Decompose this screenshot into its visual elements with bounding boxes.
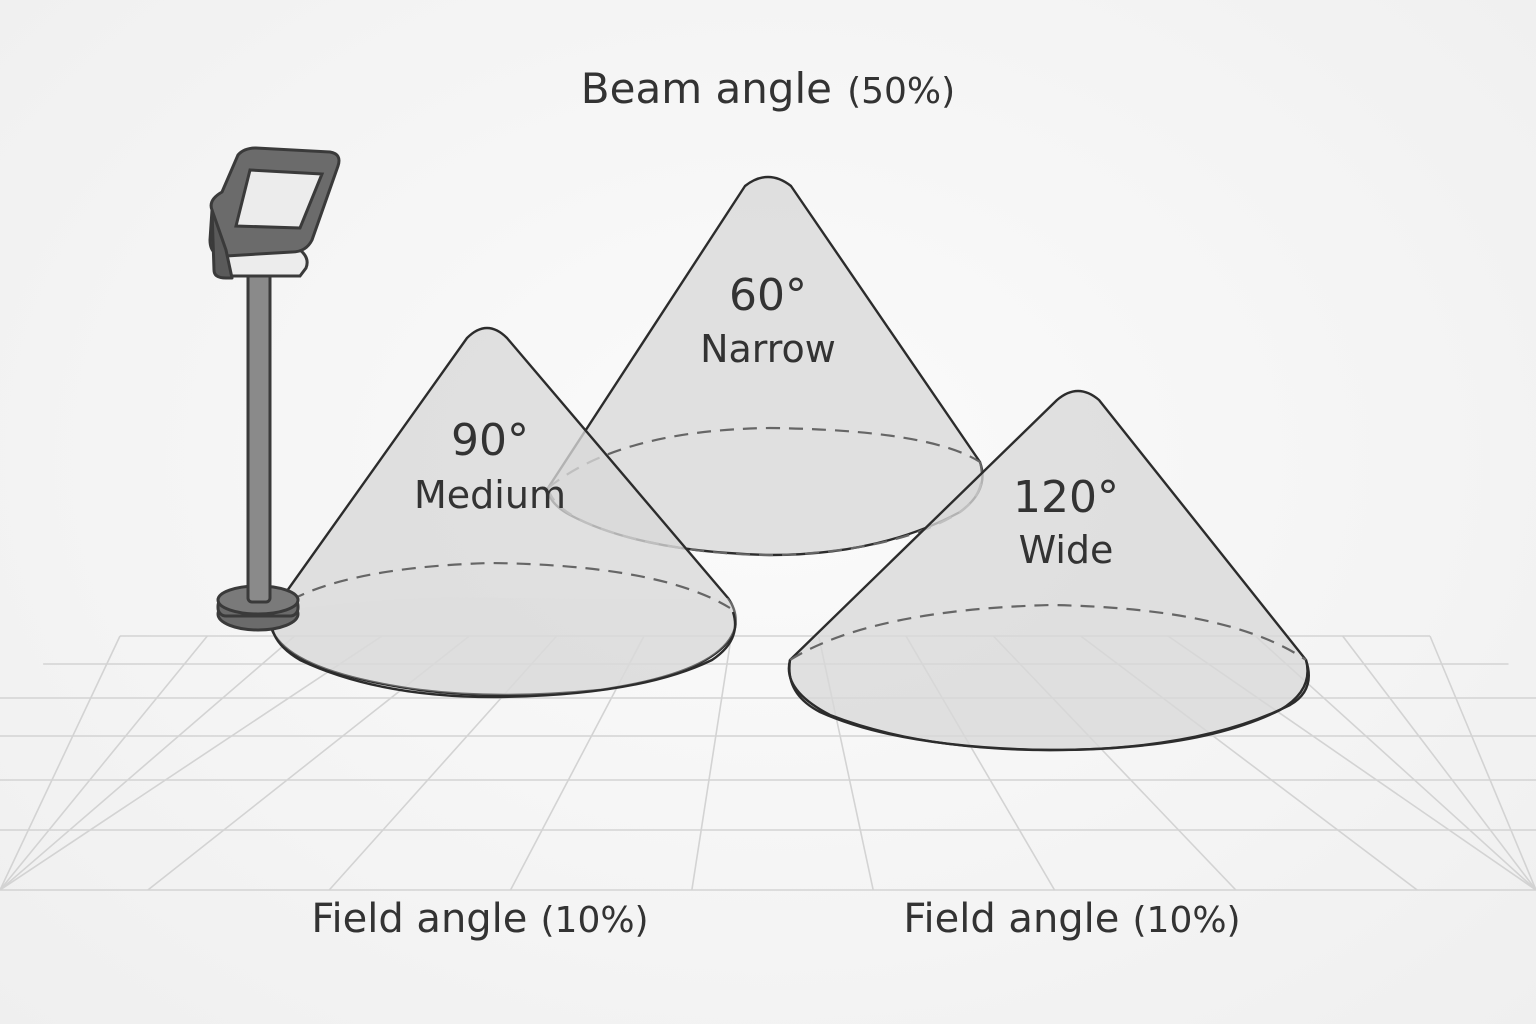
field-angle-left-percent: (10%)	[541, 900, 649, 941]
cone-wide-name: Wide	[1019, 528, 1114, 572]
cone-narrow-name: Narrow	[700, 327, 836, 371]
cone-narrow-angle: 60°	[729, 270, 807, 321]
floor-grid-line	[0, 635, 121, 891]
field-angle-right-percent: (10%)	[1133, 900, 1241, 941]
field-angle-left-main: Field angle	[311, 896, 527, 942]
cone-medium-angle: 90°	[451, 415, 529, 466]
title-percent: (50%)	[847, 71, 955, 112]
floor-grid-line	[0, 635, 296, 891]
cone-wide-angle: 120°	[1013, 472, 1119, 523]
floor-grid-line	[0, 635, 208, 891]
field-angle-right-main: Field angle	[903, 896, 1119, 942]
cone-wide-beam-ring	[789, 603, 1307, 661]
floor-grid-line	[1429, 635, 1536, 891]
floor-grid-line	[0, 635, 383, 891]
diagram-title: Beam angle (50%)	[581, 64, 955, 113]
field-angle-label-left: Field angle (10%)	[311, 896, 648, 942]
cone-medium-beam-ring	[271, 561, 731, 613]
title-main: Beam angle	[581, 64, 832, 113]
floodlight-on-pole-icon	[208, 146, 341, 632]
cone-wide-field-ring	[787, 659, 1309, 752]
cone-medium-name: Medium	[414, 473, 566, 517]
field-angle-label-right: Field angle (10%)	[903, 896, 1240, 942]
cone-wide	[787, 389, 1310, 752]
floor-grid-line	[691, 635, 733, 891]
cone-medium	[268, 326, 738, 699]
floor-grid-line	[1342, 635, 1536, 891]
cone-medium-field-ring	[269, 611, 737, 699]
cone-medium-base	[270, 597, 738, 695]
